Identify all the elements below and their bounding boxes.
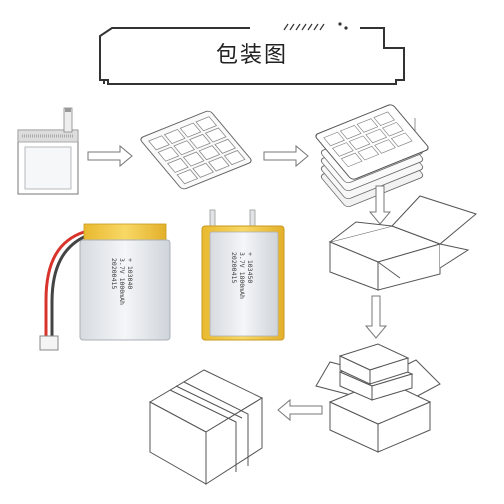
header-banner: 包装图 — [99, 22, 405, 85]
flow-arrow-right-2 — [263, 144, 309, 168]
battery-b-label-line-1: + 103450 — [246, 252, 254, 283]
battery-b-illustration: + 103450 3.7V 1800mAh 20200415 — [201, 209, 285, 341]
battery-a-label-line-3: 20200415 — [110, 258, 118, 289]
banner-hatch-decoration — [283, 23, 325, 31]
open-carton-illustration — [328, 195, 478, 291]
carton-with-boxes-illustration — [315, 343, 441, 453]
tray-with-cells-illustration — [140, 110, 252, 190]
battery-a-body — [79, 239, 171, 341]
page-title: 包装图 — [216, 43, 288, 68]
flow-arrow-left-1 — [277, 398, 323, 422]
battery-b-label-line-3: 20200415 — [230, 252, 238, 283]
battery-a-wire-black — [50, 234, 87, 336]
battery-a-label-line-1: + 103040 — [126, 258, 134, 289]
battery-a-illustration: + 103040 3.7V 1000mAh 20200415 — [39, 223, 171, 351]
battery-a-connector — [39, 335, 59, 351]
banner-dot-decoration — [338, 22, 342, 26]
banner-dot-decoration-2 — [344, 26, 348, 30]
battery-a-wire-red — [44, 230, 85, 336]
stacked-trays-illustration — [315, 104, 429, 208]
sealed-carton-illustration — [148, 369, 264, 485]
battery-b-label-line-2: 3.7V 1800mAh — [238, 252, 246, 299]
battery-b-body — [209, 231, 279, 337]
flow-arrow-right-1 — [87, 144, 133, 168]
single-cell-in-bag-illustration — [17, 107, 79, 195]
flow-arrow-down-2 — [364, 295, 388, 339]
battery-a-label-line-2: 3.7V 1000mAh — [118, 258, 126, 305]
flow-arrow-down-1 — [368, 185, 392, 225]
